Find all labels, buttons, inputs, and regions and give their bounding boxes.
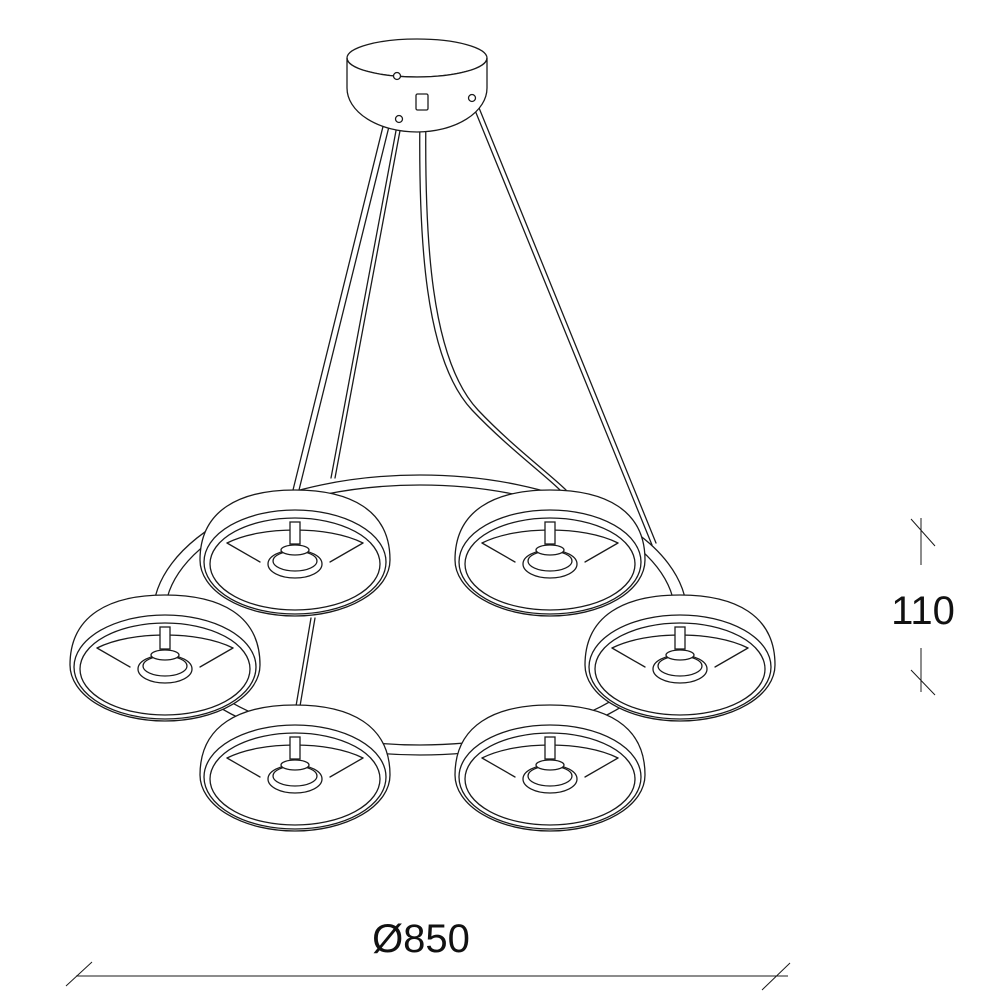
lamp-led-cap bbox=[535, 544, 565, 556]
cable-left-inner bbox=[330, 119, 399, 479]
lamp-stem bbox=[159, 626, 171, 650]
lamp-cone-edge-left bbox=[481, 542, 516, 563]
lamp-cone-edge-right bbox=[329, 757, 364, 778]
diameter-dimension-label: Ø850 bbox=[372, 917, 470, 961]
lamp-led-cap bbox=[280, 759, 310, 771]
lamp-stem bbox=[544, 521, 556, 545]
lamp-cone-edge-left bbox=[611, 647, 646, 668]
canopy-screw-3 bbox=[394, 114, 404, 124]
lamp-cone-edge-right bbox=[329, 542, 364, 563]
canopy-screw-1 bbox=[392, 71, 402, 81]
lamp-stem bbox=[674, 626, 686, 650]
lamp-cone-edge-right bbox=[584, 757, 619, 778]
lamp-rim-outer bbox=[588, 614, 772, 720]
cable-left-outer-double bbox=[298, 77, 402, 491]
lamp-rim-inner bbox=[594, 622, 766, 716]
lamp-cone-edge-right bbox=[584, 542, 619, 563]
cable-front bbox=[294, 617, 312, 713]
height-dim-tick-bottom bbox=[910, 669, 936, 696]
lamp-rim-outer bbox=[203, 509, 387, 615]
lamp-led-cap bbox=[280, 544, 310, 556]
suspension-cables bbox=[292, 77, 657, 713]
lamp-head bbox=[454, 704, 646, 832]
lamp-rim-inner bbox=[209, 732, 381, 826]
diameter-dimension: Ø850 bbox=[65, 917, 791, 991]
lamp-cone-edge-left bbox=[226, 542, 261, 563]
lamp-led-cap bbox=[535, 759, 565, 771]
ceiling-canopy bbox=[346, 38, 488, 133]
diameter-dim-tick-right bbox=[761, 962, 791, 991]
lamp-led-cap bbox=[150, 649, 180, 661]
lamp-rim-inner bbox=[464, 732, 636, 826]
lamp-cone-edge-left bbox=[96, 647, 131, 668]
lamp-rim-outer bbox=[458, 509, 642, 615]
lamp-cone-edge-left bbox=[481, 757, 516, 778]
cable-right bbox=[469, 97, 653, 546]
lamp-heads bbox=[69, 489, 776, 832]
lamp-stem bbox=[289, 736, 301, 760]
lamp-cone-edge-left bbox=[226, 757, 261, 778]
lamp-head bbox=[584, 594, 776, 722]
cable-front-double bbox=[298, 617, 316, 713]
cable-left-inner-double bbox=[334, 119, 403, 479]
lamp-rim-inner bbox=[464, 517, 636, 611]
cable-right-double bbox=[474, 97, 657, 544]
height-dim-tick-top bbox=[910, 518, 936, 547]
cord-grip bbox=[415, 93, 429, 111]
lamp-rim-outer bbox=[458, 724, 642, 830]
lamp-head bbox=[199, 489, 391, 617]
power-cord bbox=[419, 109, 561, 491]
lamp-stem bbox=[289, 521, 301, 545]
canopy-screw-2 bbox=[467, 93, 477, 103]
lamp-rim-outer bbox=[73, 614, 257, 720]
lamp-rim-outer bbox=[203, 724, 387, 830]
lamp-stem bbox=[544, 736, 556, 760]
lamp-head bbox=[454, 489, 646, 617]
lamp-cone-edge-right bbox=[199, 647, 234, 668]
height-dimension: 110 bbox=[891, 518, 955, 696]
cable-left-outer bbox=[292, 77, 396, 491]
lamp-head bbox=[199, 704, 391, 832]
lamp-led-cap bbox=[665, 649, 695, 661]
lamp-cone-edge-right bbox=[714, 647, 749, 668]
lamp-head bbox=[69, 594, 261, 722]
power-cord-double bbox=[425, 109, 567, 491]
diameter-dim-tick-left bbox=[65, 961, 93, 987]
height-dimension-label: 110 bbox=[891, 589, 955, 633]
lamp-rim-inner bbox=[79, 622, 251, 716]
lamp-rim-inner bbox=[209, 517, 381, 611]
